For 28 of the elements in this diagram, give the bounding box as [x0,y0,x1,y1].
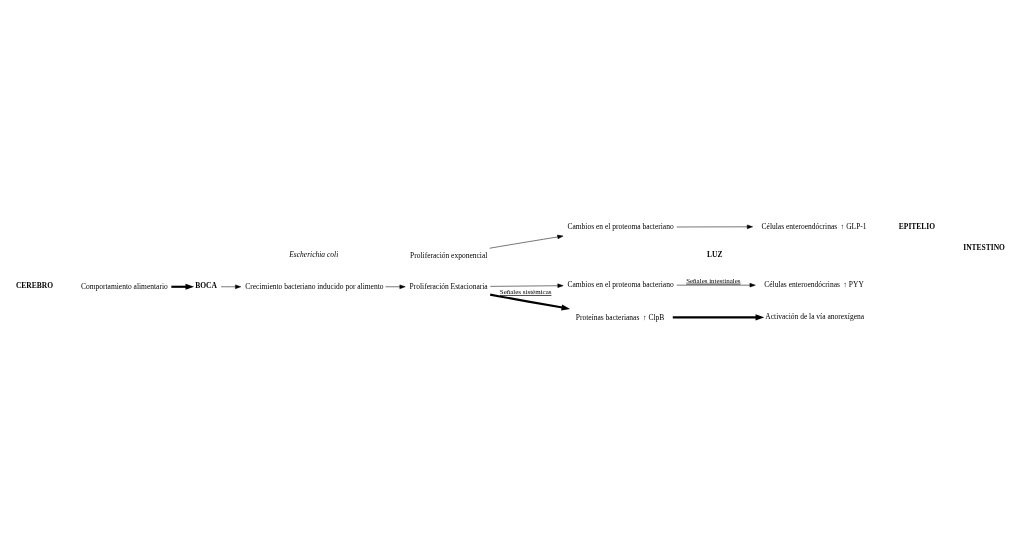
arrow [489,293,571,310]
label: INTESTINO [963,242,1005,252]
node-text: Crecimiento bacteriano inducido por alimento [245,281,384,291]
arrow [490,283,564,288]
arrow [171,283,195,290]
arrow [385,284,406,289]
arrow [676,224,753,229]
node-text: Proteínas bacterianas [575,312,640,322]
node-label: ↑ GLP-1 [840,221,867,231]
arrow [672,313,765,320]
node-text: Activación de la vía anorexígena [765,311,865,321]
label: EPITELIO [898,221,936,231]
arrow [220,284,242,289]
node-text: Células enteroendócrinas [761,221,838,231]
node-text: Cambios en el proteoma bacteriano [567,221,674,231]
node-label: ↑ PYY [843,279,864,289]
node-text: Comportamiento alimentario [80,281,168,291]
node-text: BOCA [195,280,217,290]
node-text: Células enteroendócrinas [764,279,840,289]
label: LUZ [707,249,723,259]
node-label: ↑ ClpB [642,312,665,322]
node-text: Cambios en el proteoma bacteriano [567,279,674,289]
node-text: Proliferación exponencial [410,250,488,260]
node-text: Proliferación Estacionaria [409,281,488,291]
node-text: Escherichia coli [289,249,339,259]
arrow [489,234,564,248]
label: CEREBRO [15,280,54,290]
arrow [676,282,756,287]
